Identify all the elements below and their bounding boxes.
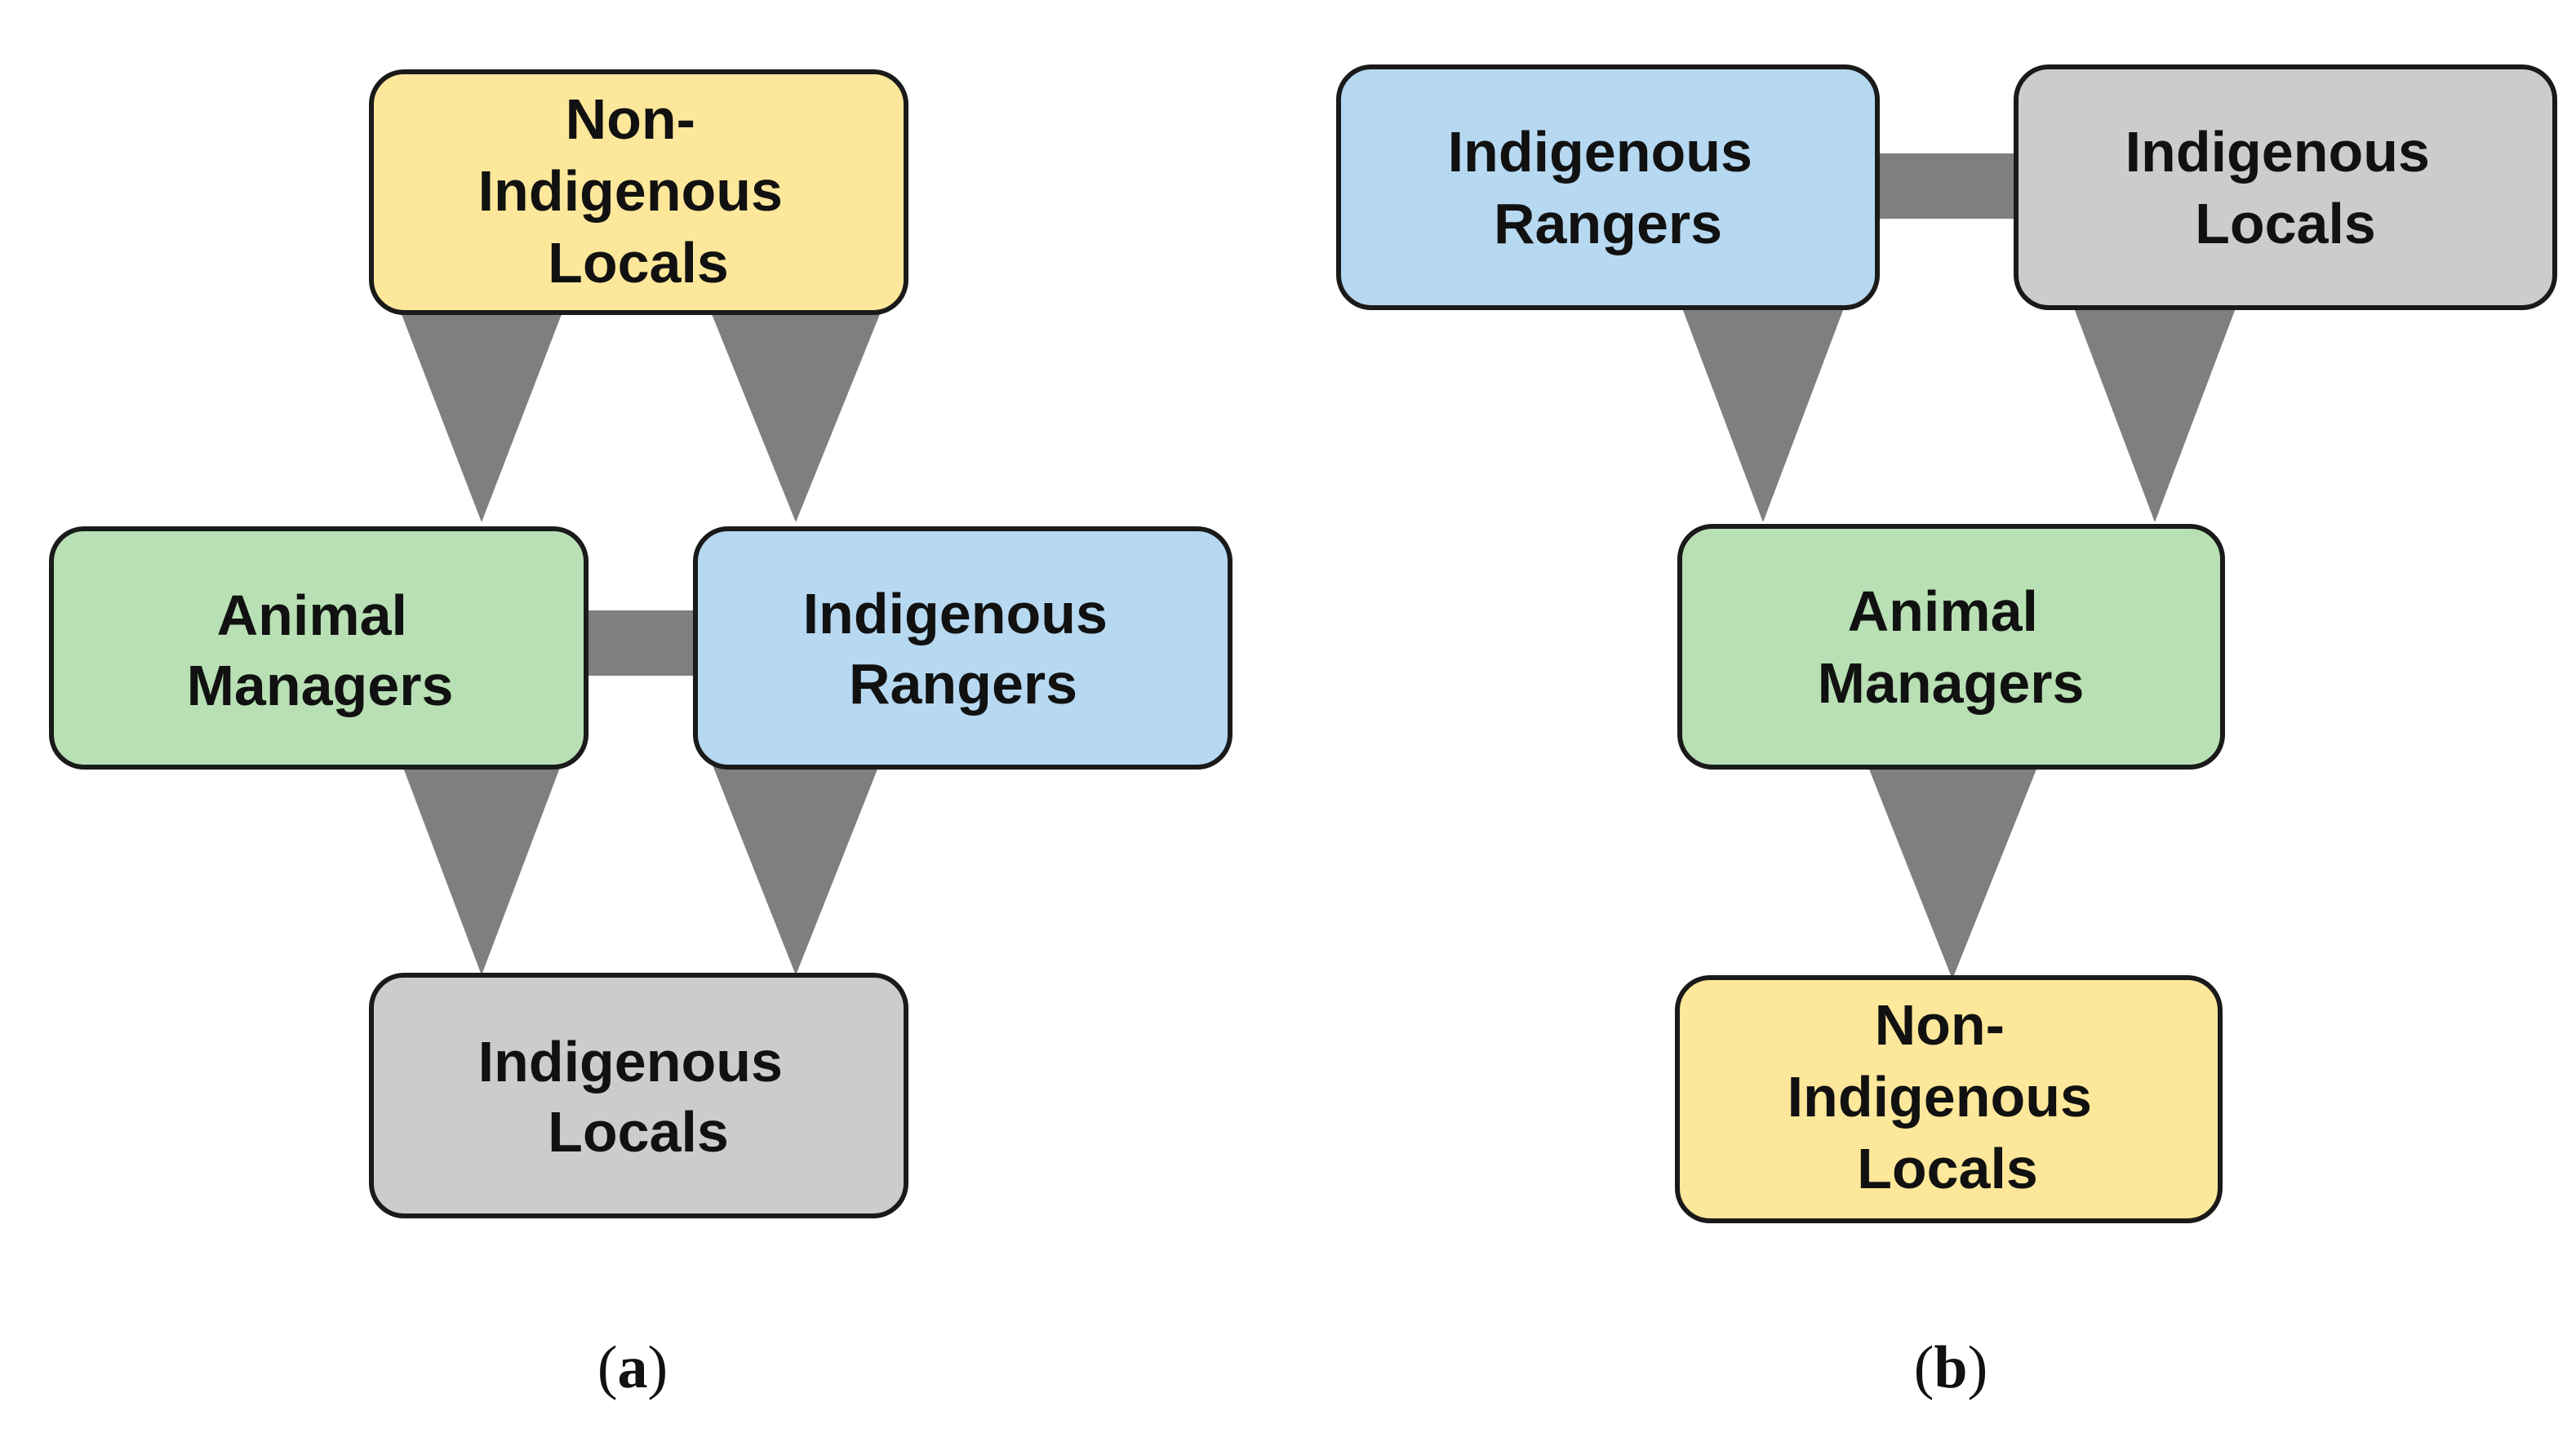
node-a-indigenous-rangers: Indigenous Rangers bbox=[693, 526, 1232, 770]
arrow-rangers-to-indigenous-locals bbox=[710, 759, 882, 975]
node-label-line: Indigenous bbox=[2125, 120, 2430, 184]
caption-paren-open: ( bbox=[597, 1334, 618, 1401]
node-box bbox=[2014, 64, 2557, 310]
arrow-managers-to-nonindigenous bbox=[1865, 759, 2041, 979]
node-b-indigenous-locals: Indigenous Locals bbox=[2014, 64, 2557, 310]
caption-b: (b) bbox=[1914, 1334, 1988, 1401]
node-box bbox=[1336, 64, 1880, 310]
panel-b: Indigenous Rangers Indigenous Locals Ani… bbox=[1336, 64, 2557, 1401]
link-rangers-indigenous-locals bbox=[1869, 153, 2024, 219]
node-label-line: Indigenous bbox=[478, 1030, 783, 1094]
node-label-line: Indigenous bbox=[1788, 1065, 2092, 1129]
arrow-rangers-to-managers bbox=[1681, 306, 1845, 522]
node-label-line: Managers bbox=[187, 654, 454, 717]
node-label-line: Non- bbox=[566, 87, 695, 151]
node-b-indigenous-rangers: Indigenous Rangers bbox=[1336, 64, 1880, 310]
link-managers-rangers bbox=[584, 610, 698, 676]
caption-paren-open: ( bbox=[1914, 1334, 1934, 1401]
node-b-non-indigenous-locals: Non- Indigenous Locals bbox=[1675, 975, 2223, 1223]
node-box bbox=[369, 69, 908, 315]
caption-paren-close: ) bbox=[648, 1334, 668, 1401]
caption-paren-close: ) bbox=[1968, 1334, 1988, 1401]
node-label-line: Locals bbox=[2195, 192, 2376, 255]
node-label: Indigenous Locals bbox=[2125, 120, 2446, 255]
node-box bbox=[49, 526, 588, 770]
node-label-line: Locals bbox=[1857, 1137, 2038, 1200]
node-label-line: Locals bbox=[548, 231, 729, 295]
node-label-line: Locals bbox=[548, 1100, 729, 1164]
caption-letter: a bbox=[618, 1334, 648, 1401]
node-label: Indigenous Rangers bbox=[803, 582, 1124, 716]
node-label-line: Animal bbox=[217, 583, 407, 647]
node-label: Animal Managers bbox=[1818, 579, 2085, 715]
caption-letter: b bbox=[1934, 1334, 1967, 1401]
node-label: Non- Indigenous Locals bbox=[1788, 993, 2108, 1200]
node-label-line: Managers bbox=[1818, 651, 2085, 715]
node-a-indigenous-locals: Indigenous Locals bbox=[369, 973, 908, 1218]
node-a-animal-managers: Animal Managers bbox=[49, 526, 588, 770]
node-b-animal-managers: Animal Managers bbox=[1677, 524, 2225, 770]
arrow-nonindigenous-to-rangers bbox=[710, 310, 882, 522]
node-box bbox=[1675, 975, 2223, 1223]
node-label-line: Indigenous bbox=[1448, 120, 1752, 184]
node-label-line: Indigenous bbox=[803, 582, 1108, 646]
arrow-nonindigenous-to-managers bbox=[400, 310, 563, 522]
node-label-line: Animal bbox=[1848, 579, 2038, 643]
node-label-line: Non- bbox=[1875, 993, 2005, 1057]
panel-a: Non- Indigenous Locals Animal Managers I… bbox=[49, 69, 1232, 1401]
node-label-line: Indigenous bbox=[478, 159, 783, 223]
node-box bbox=[1677, 524, 2225, 770]
node-label: Indigenous Rangers bbox=[1448, 120, 1769, 255]
node-box bbox=[693, 526, 1232, 770]
node-a-non-indigenous-locals: Non- Indigenous Locals bbox=[369, 69, 908, 315]
arrow-indigenous-locals-to-managers bbox=[2073, 306, 2236, 522]
node-label: Indigenous Locals bbox=[478, 1030, 799, 1164]
arrow-managers-to-indigenous-locals bbox=[400, 759, 563, 975]
node-label-line: Rangers bbox=[1494, 192, 1722, 255]
node-label: Non- Indigenous Locals bbox=[478, 87, 799, 295]
node-label-line: Rangers bbox=[849, 652, 1077, 716]
node-label: Animal Managers bbox=[187, 583, 454, 717]
caption-a: (a) bbox=[597, 1334, 668, 1401]
node-box bbox=[369, 973, 908, 1218]
